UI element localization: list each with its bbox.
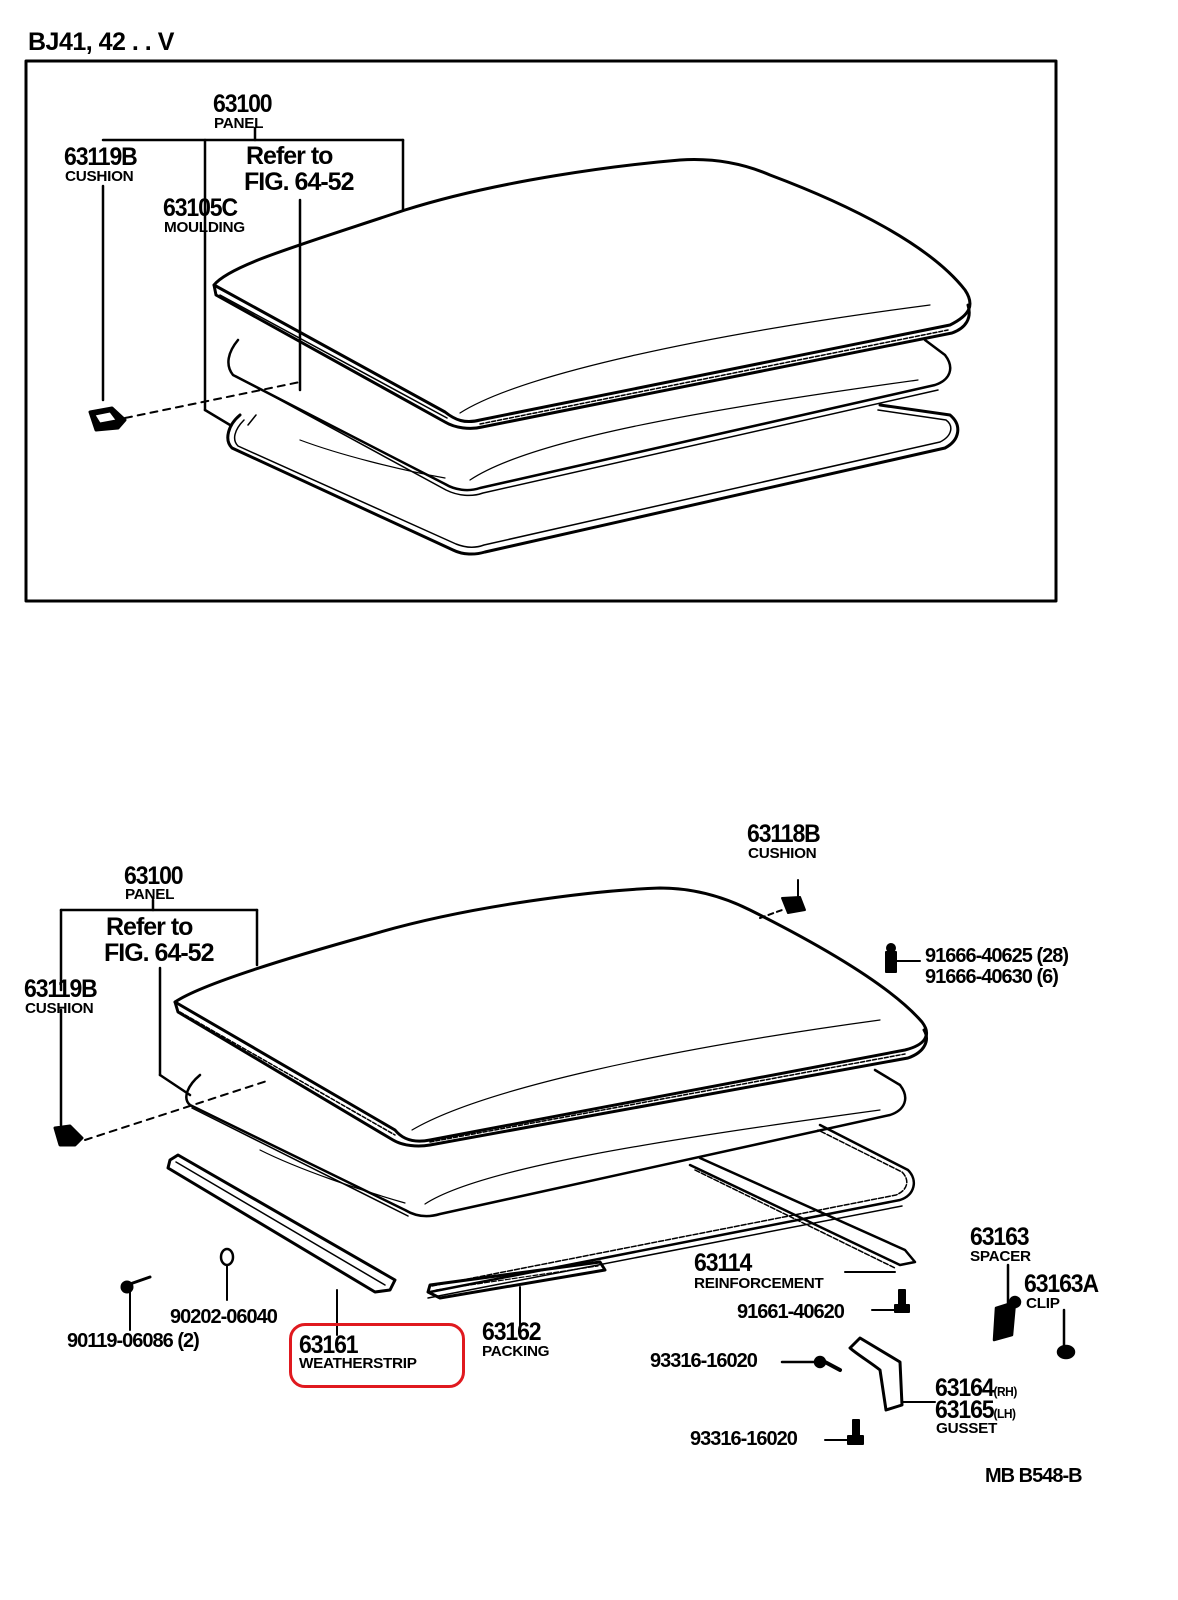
bottom-right-cushion-name: CUSHION — [748, 845, 817, 862]
clip-part-no: 63163A — [1024, 1270, 1099, 1298]
bottom-moulding-shape — [185, 1068, 907, 1218]
screw-90119-label: 90119-06086 (2) — [67, 1330, 200, 1352]
reinforcement-name: REINFORCEMENT — [694, 1275, 824, 1292]
gusset-name: GUSSET — [936, 1420, 998, 1437]
bottom-left-cushion-part-no: 63119B — [24, 975, 98, 1003]
top-gasket-shape — [226, 403, 960, 556]
figure-code: MB B548-B — [985, 1465, 1083, 1487]
clip-name: CLIP — [1026, 1295, 1060, 1312]
screw-91666-40625-label: 91666-40625 (28) — [925, 945, 1069, 967]
washer-90202-shape — [219, 1247, 235, 1301]
top-panel-name: PANEL — [214, 115, 264, 132]
top-refer-line1: Refer to — [246, 142, 333, 170]
packing-shape — [426, 1260, 607, 1326]
bolt-93316-bottom-label: 93316-16020 — [690, 1428, 798, 1450]
screw-90119-shape — [120, 1275, 152, 1331]
screw-91666-shape — [885, 943, 921, 973]
weatherstrip-name: WEATHERSTRIP — [299, 1355, 417, 1372]
gusset-lh-label: 63165(LH) — [935, 1396, 1016, 1424]
bottom-right-cushion-shape — [759, 879, 806, 919]
bottom-reinforcement-shape — [688, 1156, 917, 1273]
spacer-part-no: 63163 — [970, 1223, 1030, 1251]
packing-name: PACKING — [482, 1343, 550, 1360]
top-cushion-part-no: 63119B — [64, 143, 138, 171]
bolt-93316-side-label: 93316-16020 — [650, 1350, 758, 1372]
bottom-refer-line1: Refer to — [106, 913, 193, 941]
top-moulding-name: MOULDING — [164, 219, 245, 236]
top-moulding-shape — [227, 338, 952, 497]
gusset-shape — [848, 1336, 936, 1412]
packing-part-no: 63162 — [482, 1318, 542, 1346]
bottom-gasket-shape — [427, 1123, 916, 1299]
weatherstrip-part-no: 63161 — [299, 1331, 359, 1359]
bottom-panel-part-no: 63100 — [124, 862, 184, 890]
bottom-panel-leader — [59, 898, 259, 1127]
reinforcement-part-no: 63114 — [694, 1249, 752, 1277]
model-label: BJ41, 42 . . V — [28, 28, 174, 56]
spacer-clip-shape — [992, 1263, 1076, 1360]
bottom-panel-shape — [173, 886, 928, 1148]
bottom-left-cushion-name: CUSHION — [25, 1000, 94, 1017]
gusset-rh-label: 63164(RH) — [935, 1374, 1017, 1402]
bolt-91661-label: 91661-40620 — [737, 1301, 845, 1323]
top-panel-leader — [101, 126, 405, 427]
top-view-frame — [24, 59, 1058, 603]
weatherstrip-highlight-box[interactable] — [289, 1323, 465, 1388]
top-panel-shape — [212, 158, 972, 430]
washer-90202-label: 90202-06040 — [170, 1306, 278, 1328]
bolt-93316-bottom-shape — [824, 1419, 864, 1445]
screw-91666-40630-label: 91666-40630 (6) — [925, 966, 1059, 988]
bottom-left-cushion-shape — [53, 1079, 271, 1147]
top-moulding-part-no: 63105C — [163, 194, 238, 222]
bottom-right-cushion-part-no: 63118B — [747, 820, 821, 848]
bolt-93316-side-shape — [780, 1355, 842, 1372]
top-refer-line2: FIG. 64-52 — [244, 168, 354, 196]
top-cushion-shape — [88, 381, 301, 432]
weatherstrip-shape — [166, 1153, 397, 1336]
top-cushion-name: CUSHION — [65, 168, 134, 185]
bolt-91661-shape — [871, 1289, 910, 1313]
top-panel-part-no: 63100 — [213, 90, 273, 118]
spacer-name: SPACER — [970, 1248, 1031, 1265]
bottom-panel-name: PANEL — [125, 886, 175, 903]
bottom-refer-line2: FIG. 64-52 — [104, 939, 214, 967]
